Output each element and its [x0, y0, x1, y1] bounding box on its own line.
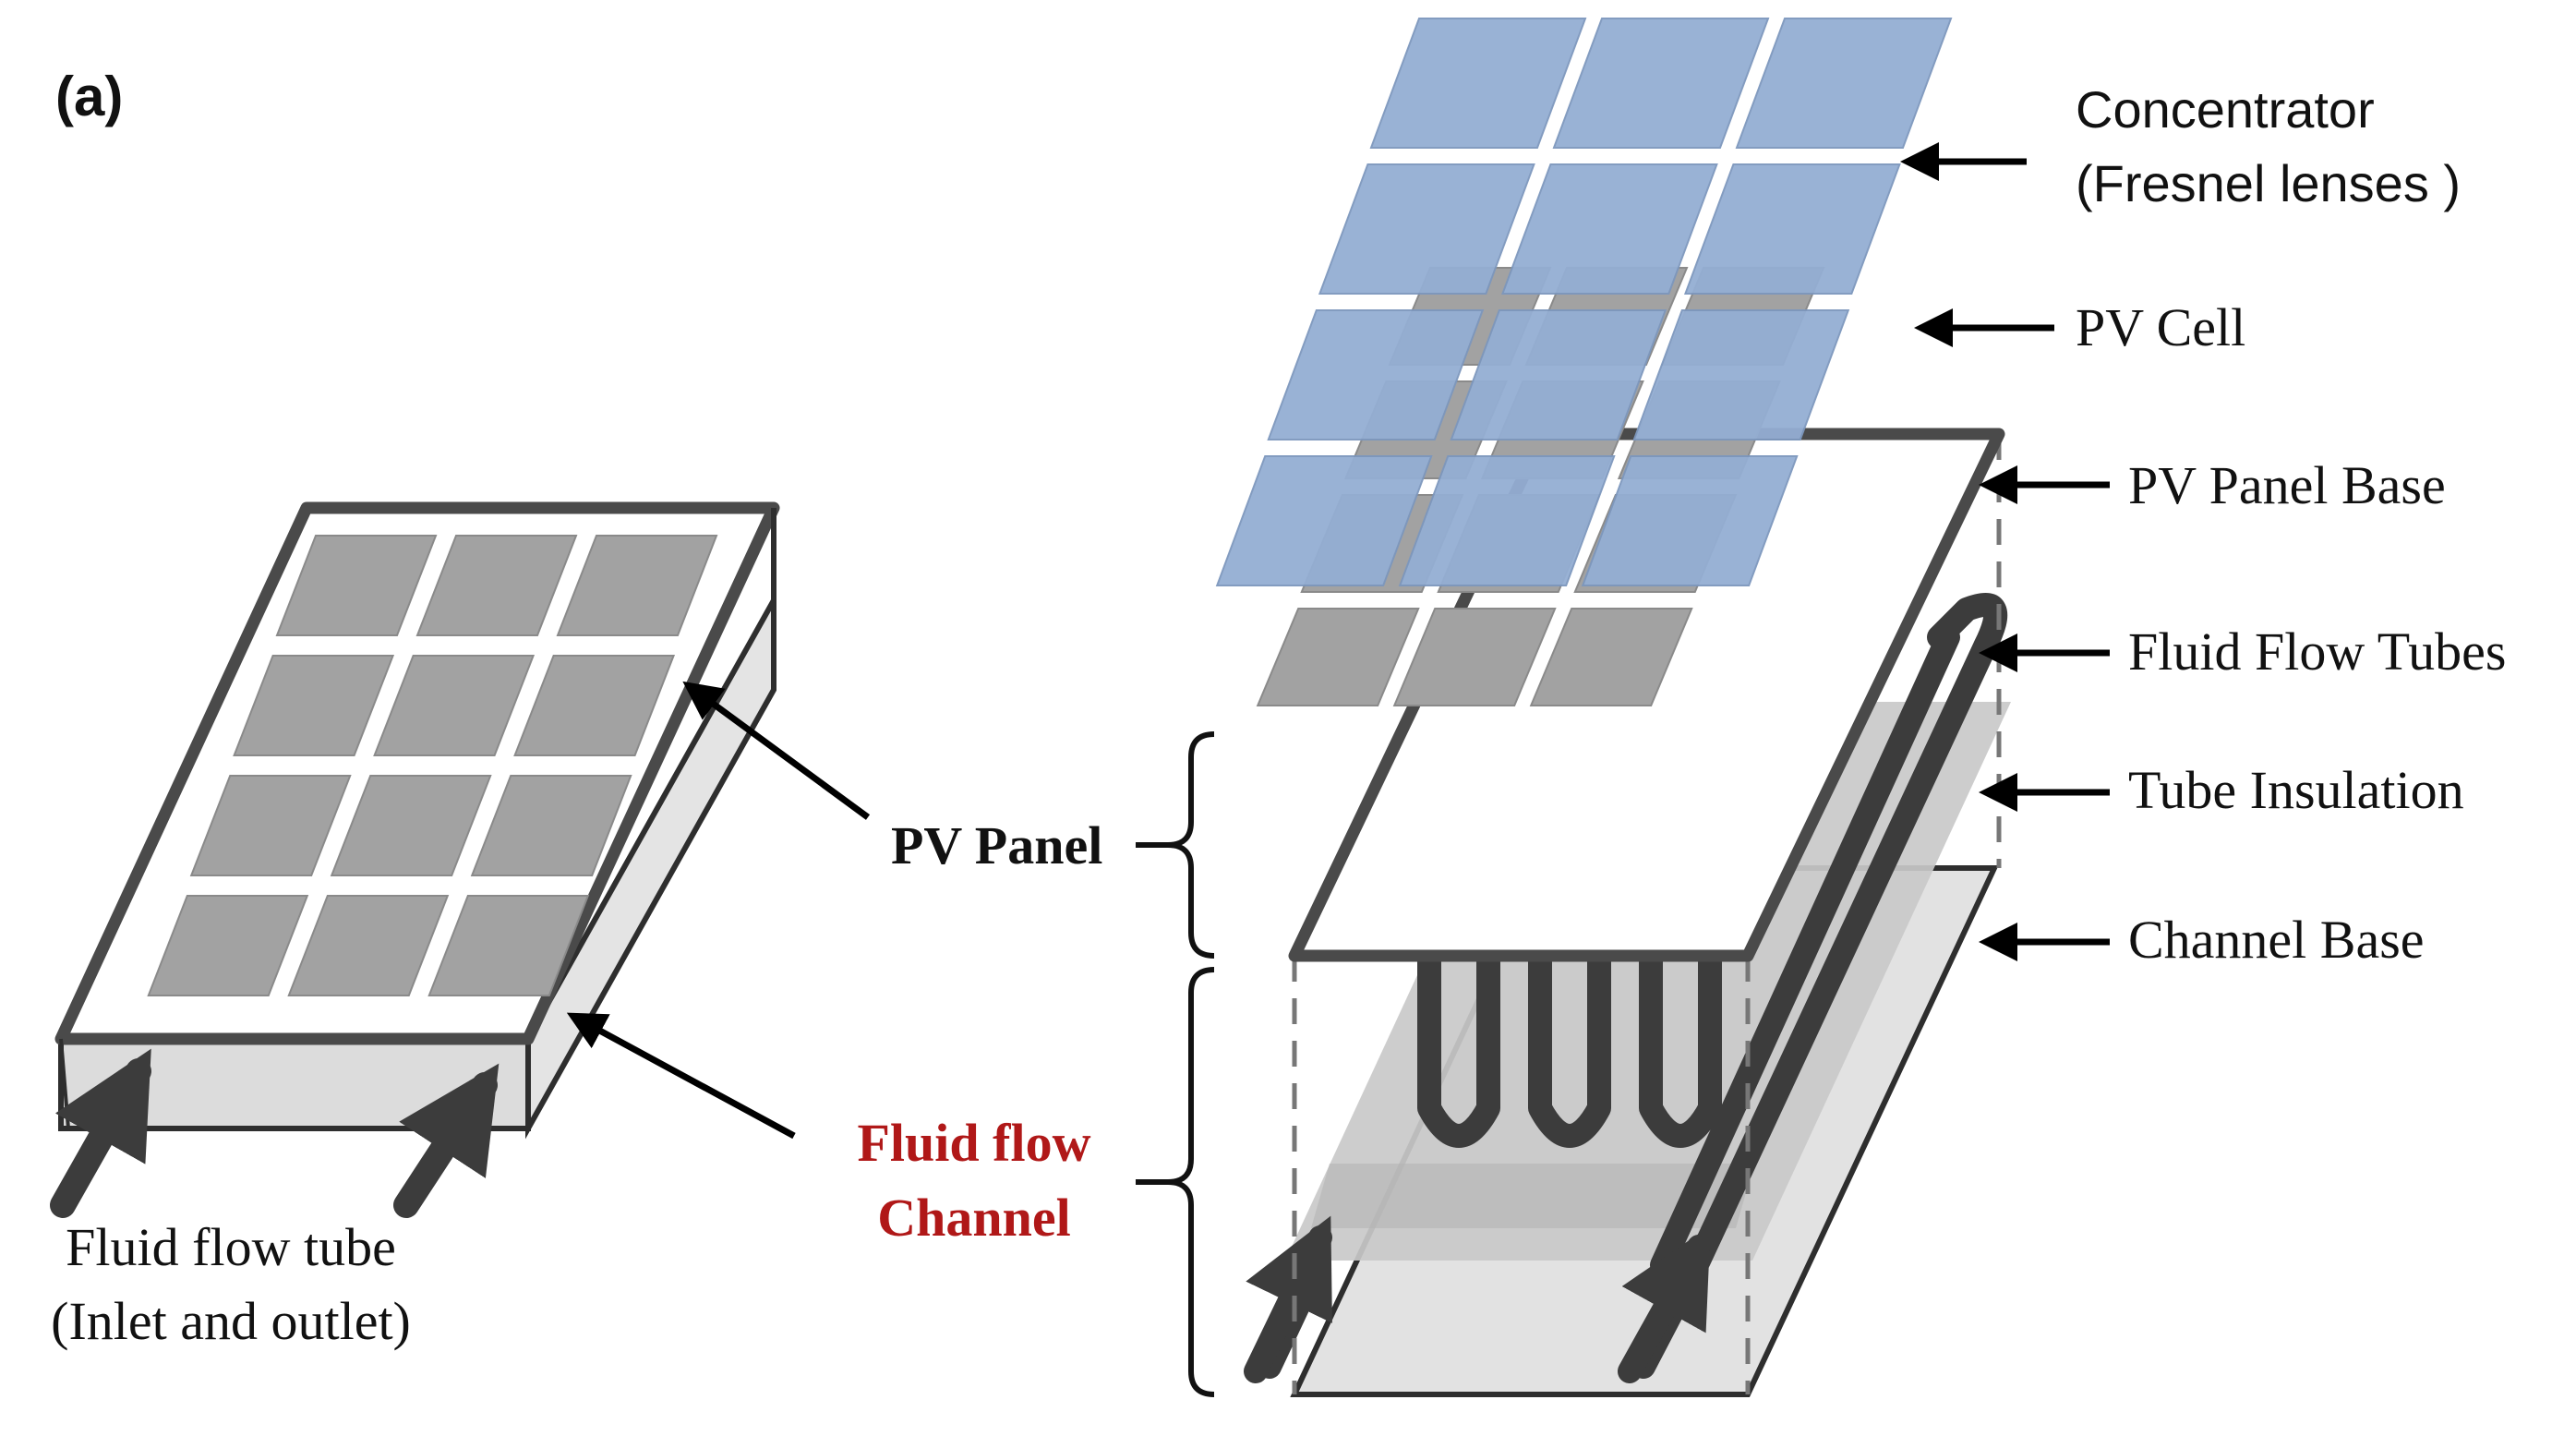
concentrator-label-line1: Concentrator — [2076, 80, 2375, 139]
fresnel-lens — [1581, 455, 1799, 586]
pv-cell — [1529, 608, 1693, 706]
pv-cell — [1392, 608, 1557, 706]
left-channel-side — [525, 589, 776, 1140]
channel-base-label: Channel Base — [2128, 910, 2425, 970]
concentrator-label-line2: (Fresnel lenses ) — [2076, 154, 2461, 212]
figure-label: (a) — [55, 66, 123, 127]
left-tube-label-line1: Fluid flow tube — [66, 1217, 396, 1277]
left-pv-cell — [513, 655, 676, 756]
left-channel-arrow — [566, 1012, 796, 1140]
right-diagram: Concentrator (Fresnel lenses ) PV Cell P… — [1136, 18, 2506, 1397]
fresnel-lens — [1735, 18, 1953, 149]
left-pv-cell — [415, 535, 578, 636]
pv-cell — [1256, 608, 1420, 706]
left-pv-panel-arrow — [682, 681, 871, 820]
fluid-flow-tubes-label: Fluid Flow Tubes — [2128, 621, 2506, 682]
fresnel-lens — [1267, 309, 1485, 440]
tube-insulation-label: Tube Insulation — [2128, 760, 2464, 820]
tube-insulation-shade — [1311, 1164, 1754, 1228]
channel-brace — [1167, 967, 1215, 1397]
left-channel-label-line2: Channel — [877, 1188, 1071, 1248]
fresnel-lens — [1632, 309, 1850, 440]
left-outlet-tube — [393, 1063, 500, 1218]
fresnel-lens — [1500, 163, 1718, 295]
left-pv-cell — [275, 535, 438, 636]
left-inlet-tube — [50, 1048, 151, 1218]
left-pv-cell — [287, 895, 450, 996]
fresnel-lens — [1552, 18, 1770, 149]
left-pv-cell — [147, 895, 309, 996]
inlet-tube-arrow — [1244, 1215, 1332, 1383]
left-pv-cell — [330, 775, 492, 876]
pv-cell-label: PV Cell — [2076, 297, 2245, 357]
fresnel-lens — [1318, 163, 1535, 295]
pv-panel-brace — [1167, 731, 1215, 959]
left-pv-cell — [556, 535, 718, 636]
fresnel-lens — [1398, 455, 1616, 586]
pv-panel-base-label: PV Panel Base — [2128, 455, 2446, 515]
left-pv-cell — [189, 775, 352, 876]
left-pv-cell — [373, 655, 536, 756]
left-pv-cell-grid — [147, 535, 718, 996]
fresnel-lens — [1215, 455, 1433, 586]
left-pv-cell — [470, 775, 632, 876]
left-channel-label-line1: Fluid flow — [858, 1113, 1091, 1173]
fresnel-lens — [1683, 163, 1901, 295]
fresnel-lens — [1369, 18, 1587, 149]
fresnel-lens — [1450, 309, 1667, 440]
left-tube-label-line2: (Inlet and outlet) — [51, 1291, 411, 1351]
left-pv-cell — [233, 655, 395, 756]
concentrator-lens-grid — [1215, 18, 1953, 586]
left-diagram: PV Panel Fluid flow Channel Fluid flow t… — [50, 501, 1102, 1351]
outlet-tube-arrow — [1618, 1225, 1711, 1383]
left-pv-panel-label: PV Panel — [891, 815, 1102, 875]
left-pv-cell — [427, 895, 590, 996]
